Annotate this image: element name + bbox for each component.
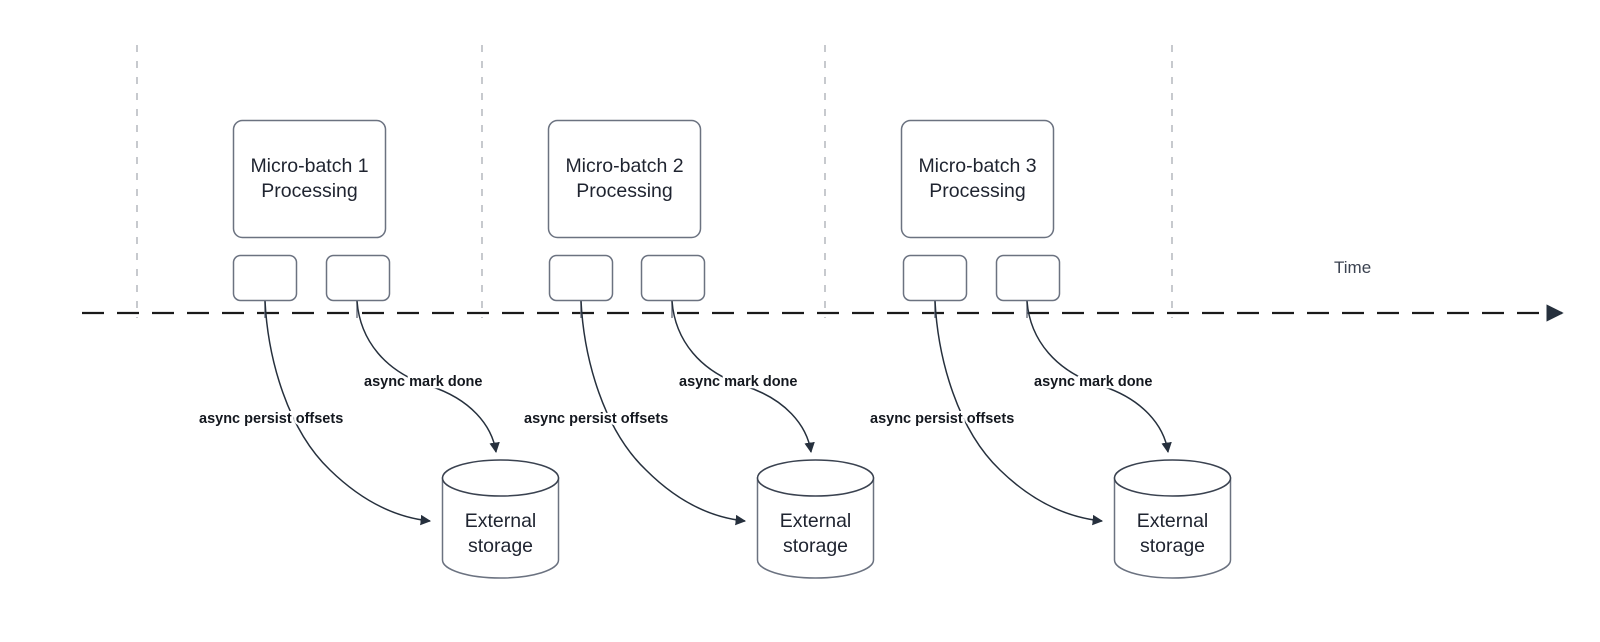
timeline-axis-label: Time <box>1334 258 1371 277</box>
task-box-right[interactable] <box>325 254 391 302</box>
micro-batch-label-line1: Micro-batch 2 <box>565 155 683 177</box>
external-storage-label-line1: External <box>1137 510 1209 532</box>
cylinder-body <box>441 477 560 579</box>
edge-label-async-mark-done: async mark done <box>679 374 797 390</box>
external-storage-cylinder[interactable] <box>1113 459 1232 579</box>
cylinder-top <box>756 459 875 497</box>
edge-async-mark-done <box>1026 300 1172 454</box>
micro-batch-label-line2: Processing <box>261 180 357 202</box>
task-box-left[interactable] <box>902 254 968 302</box>
micro-batch-label-line1: Micro-batch 3 <box>918 155 1036 177</box>
external-storage-cylinder[interactable] <box>441 459 560 579</box>
edge-label-async-persist-offsets: async persist offsets <box>524 411 668 427</box>
external-storage-label-line1: External <box>780 510 852 532</box>
task-box-right[interactable] <box>995 254 1061 302</box>
edge-async-mark-done <box>671 300 815 454</box>
edge-label-async-mark-done: async mark done <box>364 374 482 390</box>
edge-label-async-persist-offsets: async persist offsets <box>199 411 343 427</box>
external-storage-cylinder[interactable] <box>756 459 875 579</box>
micro-batch-label-line2: Processing <box>576 180 672 202</box>
task-box-right[interactable] <box>640 254 706 302</box>
external-storage-label-line2: storage <box>783 535 848 557</box>
micro-batch-box[interactable] <box>232 119 387 239</box>
external-storage-label-line1: External <box>465 510 537 532</box>
group-3: Micro-batch 3 Processing External storag… <box>868 119 1232 579</box>
group-2: Micro-batch 2 Processing External storag… <box>522 119 875 579</box>
micro-batch-box[interactable] <box>900 119 1055 239</box>
edge-label-async-mark-done: async mark done <box>1034 374 1152 390</box>
external-storage-label-line2: storage <box>468 535 533 557</box>
micro-batch-label-line2: Processing <box>929 180 1025 202</box>
cylinder-body <box>756 477 875 579</box>
micro-batch-box[interactable] <box>547 119 702 239</box>
edge-label-async-persist-offsets: async persist offsets <box>870 411 1014 427</box>
micro-batch-label-line1: Micro-batch 1 <box>250 155 368 177</box>
boundary-lines <box>136 45 1173 318</box>
cylinder-top <box>1113 459 1232 497</box>
cylinder-body <box>1113 477 1232 579</box>
edge-async-mark-done <box>356 300 500 454</box>
task-box-left[interactable] <box>232 254 298 302</box>
edge-async-persist-offsets <box>580 300 747 526</box>
edge-async-persist-offsets <box>264 300 432 526</box>
task-box-left[interactable] <box>548 254 614 302</box>
group-1: Micro-batch 1 Processing External storag… <box>197 119 560 579</box>
external-storage-label-line2: storage <box>1140 535 1205 557</box>
cylinder-top <box>441 459 560 497</box>
edge-async-persist-offsets <box>934 300 1104 526</box>
